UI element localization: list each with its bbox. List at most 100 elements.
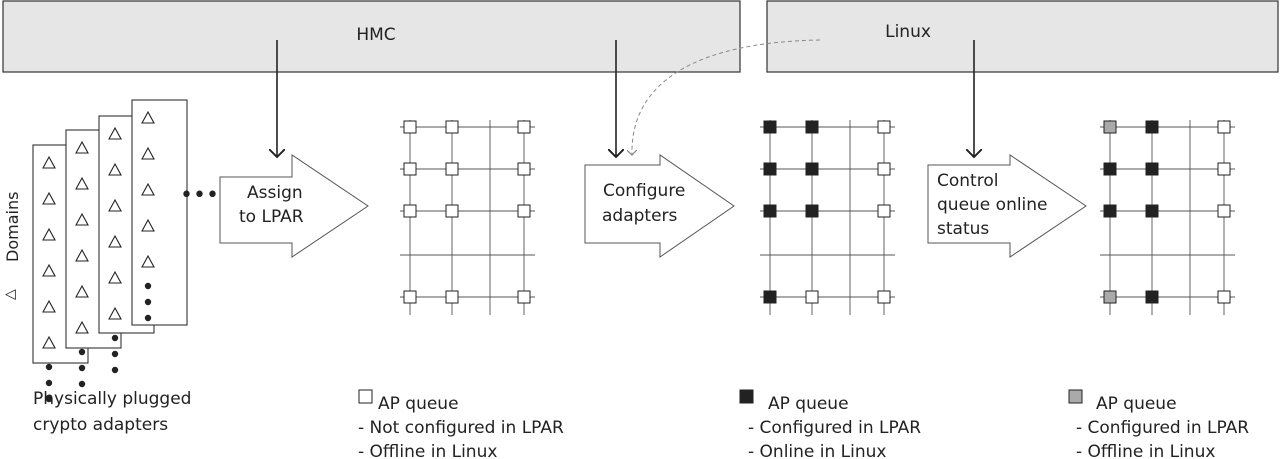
legend-swatch-white: [358, 389, 373, 404]
ap-queue-square: [763, 204, 777, 218]
hmc-label: HMC: [356, 25, 395, 45]
domain-triangle-icon: [108, 306, 122, 320]
adapter-ellipsis: •••: [180, 183, 219, 208]
assign-line-2: to LPAR: [239, 207, 304, 227]
ap-queue-square: [1145, 162, 1159, 176]
ap-queue-square: [1217, 120, 1231, 134]
legend-line: - Configured in LPAR: [1076, 418, 1249, 438]
domain-dot: [78, 348, 86, 356]
ap-queue-square: [1217, 204, 1231, 218]
domain-triangle-icon: [75, 320, 89, 334]
legend-online: AP queue - Configured in LPAR - Online i…: [739, 389, 921, 459]
legend-offline: AP queue - Configured in LPAR - Offline …: [1068, 389, 1249, 459]
ap-queue-square: [763, 290, 777, 304]
ap-queue-square: [403, 204, 417, 218]
ap-queue-square: [877, 120, 891, 134]
ap-queue-square: [517, 204, 531, 218]
configure-block-arrow: [584, 154, 735, 258]
domain-triangle-icon: [75, 176, 89, 190]
legend-line: - Not configured in LPAR: [358, 418, 564, 438]
domain-triangle-icon: [141, 182, 155, 196]
ap-queue-square: [877, 290, 891, 304]
domain-triangle-icon: [108, 270, 122, 284]
legend-title: AP queue: [378, 394, 459, 414]
ap-queue-square: [445, 162, 459, 176]
adapter-card: [131, 99, 188, 326]
linux-bar: [766, 0, 1279, 73]
legend-line: - Online in Linux: [748, 442, 886, 459]
control-line-1: Control: [937, 171, 998, 191]
adapter-caption-line-2: crypto adapters: [33, 415, 168, 435]
ap-queue-square: [763, 162, 777, 176]
domain-triangle-icon: [141, 146, 155, 160]
control-line-2: queue online: [937, 195, 1048, 215]
domain-dot: [144, 314, 152, 322]
legend-title: AP queue: [768, 394, 849, 414]
ap-queue-square: [1217, 290, 1231, 304]
ap-queue-square: [805, 290, 819, 304]
domain-dot: [45, 395, 53, 403]
domain-triangle-icon: [42, 191, 56, 205]
ap-queue-square: [1217, 162, 1231, 176]
ap-queue-square: [877, 162, 891, 176]
ap-queue-square: [1103, 290, 1117, 304]
domain-triangle-icon: [108, 234, 122, 248]
linux-label: Linux: [885, 22, 931, 42]
legend-swatch-black: [739, 389, 754, 404]
domain-triangle-icon: [141, 110, 155, 124]
domain-triangle-icon: [108, 162, 122, 176]
ap-queue-square: [445, 204, 459, 218]
domain-dot: [111, 350, 119, 358]
domain-triangle-icon: [42, 299, 56, 313]
adapter-caption-line-1: Physically plugged: [33, 389, 191, 409]
domain-dot: [111, 334, 119, 342]
assign-line-1: Assign: [247, 183, 303, 203]
domain-triangle-icon: [75, 248, 89, 262]
hmc-bar: [2, 0, 741, 73]
configure-line-2: adapters: [602, 206, 678, 226]
legend-swatch-gray: [1068, 389, 1083, 404]
configure-line-1: Configure: [603, 181, 685, 201]
ap-queue-square: [403, 162, 417, 176]
domains-triangle-icon: △: [2, 289, 18, 300]
legend-title: AP queue: [1096, 394, 1177, 414]
domain-triangle-icon: [42, 227, 56, 241]
ap-queue-grid-initial: [400, 120, 535, 315]
crypto-adapter-stack: [32, 99, 188, 403]
legend-line: - Configured in LPAR: [748, 418, 921, 438]
domain-triangle-icon: [141, 254, 155, 268]
domain-dot: [144, 298, 152, 306]
domain-triangle-icon: [75, 140, 89, 154]
domain-dot: [78, 364, 86, 372]
ap-queue-square: [403, 120, 417, 134]
legend-line: - Offline in Linux: [1076, 442, 1215, 459]
ap-queue-square: [805, 162, 819, 176]
ap-queue-square: [1103, 162, 1117, 176]
legend-line: - Offline in Linux: [358, 442, 497, 459]
ap-queue-square: [1145, 290, 1159, 304]
ap-queue-square: [1103, 204, 1117, 218]
domain-triangle-icon: [42, 335, 56, 349]
control-block-arrow: [927, 154, 1087, 258]
ap-queue-square: [445, 120, 459, 134]
ap-queue-square: [403, 290, 417, 304]
assign-block-arrow: [219, 154, 369, 258]
domain-dot: [111, 366, 119, 374]
domain-triangle-icon: [108, 126, 122, 140]
ap-queue-square: [805, 204, 819, 218]
ap-queue-grid-configured: [760, 120, 895, 315]
ap-queue-square: [1145, 120, 1159, 134]
domain-triangle-icon: [42, 263, 56, 277]
legend-not-configured: AP queue - Not configured in LPAR - Offl…: [358, 389, 564, 459]
ap-queue-square: [517, 162, 531, 176]
control-line-3: status: [937, 219, 989, 239]
domain-triangle-icon: [108, 198, 122, 212]
ap-queue-grid-controlled: [1100, 120, 1235, 315]
ap-queue-square: [517, 290, 531, 304]
ap-queue-square: [445, 290, 459, 304]
ap-queue-square: [763, 120, 777, 134]
ap-queue-square: [1103, 120, 1117, 134]
domain-triangle-icon: [75, 284, 89, 298]
domain-dot: [78, 380, 86, 388]
